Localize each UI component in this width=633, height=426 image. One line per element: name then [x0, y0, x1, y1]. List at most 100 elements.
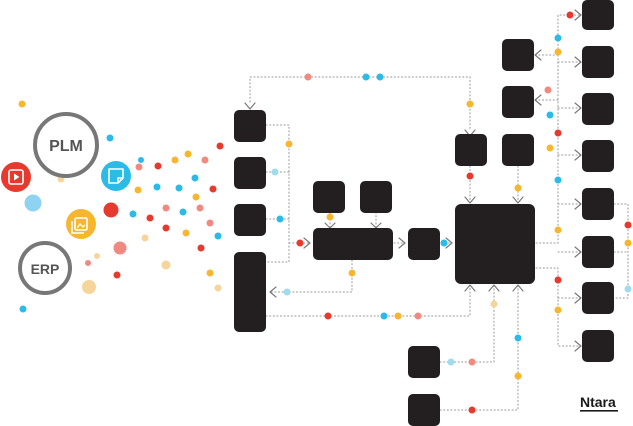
data-dot	[554, 129, 562, 137]
process-box	[582, 330, 614, 362]
data-dot	[285, 140, 293, 148]
data-dot	[362, 73, 370, 81]
process-box	[502, 86, 534, 118]
data-dot	[85, 260, 91, 266]
data-dot	[624, 221, 632, 229]
data-dot	[182, 229, 190, 237]
data-dot	[18, 100, 26, 108]
process-box	[313, 181, 345, 213]
sticky-note-icon	[101, 161, 131, 191]
data-dot	[348, 269, 356, 277]
data-dot	[191, 174, 199, 182]
erp-label: ERP	[31, 261, 60, 277]
data-dot	[138, 157, 144, 163]
data-dot	[566, 11, 574, 19]
data-dot	[196, 204, 204, 212]
erp-system: ERP	[18, 241, 72, 295]
data-dot	[153, 183, 161, 191]
process-box	[234, 110, 266, 142]
plm-system: PLM	[33, 112, 99, 178]
data-dot	[624, 239, 632, 247]
data-dot	[171, 156, 179, 164]
data-dot	[184, 150, 192, 158]
data-dot	[175, 184, 183, 192]
process-box	[502, 39, 534, 71]
process-box	[582, 236, 614, 268]
data-dot	[466, 172, 474, 180]
process-box	[582, 140, 614, 172]
data-dot	[271, 168, 279, 176]
data-dot	[554, 226, 562, 234]
data-dot	[554, 306, 562, 314]
plm-label: PLM	[49, 138, 83, 155]
data-dot	[216, 142, 224, 150]
data-dot	[94, 253, 100, 259]
process-box	[582, 188, 614, 220]
data-dot	[554, 34, 562, 42]
data-dot	[113, 271, 121, 279]
data-dot	[414, 312, 422, 320]
data-dot	[326, 213, 334, 221]
process-box	[408, 394, 440, 426]
data-dot	[141, 234, 149, 242]
data-dot	[103, 202, 119, 218]
data-dot	[214, 232, 222, 240]
data-dot	[276, 215, 284, 223]
process-box	[455, 134, 487, 166]
process-box	[234, 157, 266, 189]
process-box	[502, 134, 534, 166]
data-dot	[624, 285, 632, 293]
data-dot	[554, 48, 562, 56]
brand-name: Ntara	[580, 394, 616, 410]
data-dot	[113, 241, 127, 255]
process-box	[408, 346, 440, 378]
data-dot	[19, 305, 27, 313]
data-dot	[135, 163, 143, 171]
process-box	[582, 282, 614, 314]
data-dot	[468, 358, 476, 366]
data-dot	[161, 260, 171, 270]
data-dot	[201, 156, 209, 164]
process-box-main	[455, 204, 535, 284]
data-dot	[376, 73, 384, 81]
process-box-tall	[234, 252, 266, 332]
data-dot	[324, 312, 332, 320]
image-gallery-icon	[66, 209, 96, 239]
video-play-icon	[1, 162, 31, 192]
data-dot	[192, 193, 200, 201]
data-dot	[162, 224, 170, 232]
data-dot	[214, 284, 222, 292]
data-dot	[162, 204, 170, 212]
data-dot	[146, 214, 154, 222]
data-dot	[206, 269, 214, 277]
data-dot	[394, 312, 402, 320]
process-box	[360, 181, 392, 213]
data-dot	[24, 194, 42, 212]
data-dot	[546, 144, 554, 152]
data-dot	[154, 162, 162, 170]
data-dot	[380, 312, 388, 320]
process-boxes	[234, 0, 614, 426]
data-dot	[447, 358, 455, 366]
data-dot	[129, 210, 137, 218]
data-dot	[283, 288, 291, 296]
data-dot	[554, 176, 562, 184]
data-dot	[206, 219, 214, 227]
data-dot	[546, 111, 554, 119]
data-dot	[544, 86, 552, 94]
process-box	[234, 204, 266, 236]
data-dot	[134, 186, 142, 194]
ntara-logo: Ntara	[580, 394, 618, 412]
process-box	[582, 93, 614, 125]
flow-dots	[271, 11, 632, 414]
data-dot	[490, 300, 498, 308]
process-box	[408, 228, 440, 260]
data-dot	[514, 334, 522, 342]
process-box	[582, 46, 614, 78]
data-dot	[440, 239, 448, 247]
data-dot	[466, 100, 474, 108]
data-dot	[296, 239, 304, 247]
data-dot	[197, 244, 205, 252]
data-dot	[82, 280, 96, 294]
